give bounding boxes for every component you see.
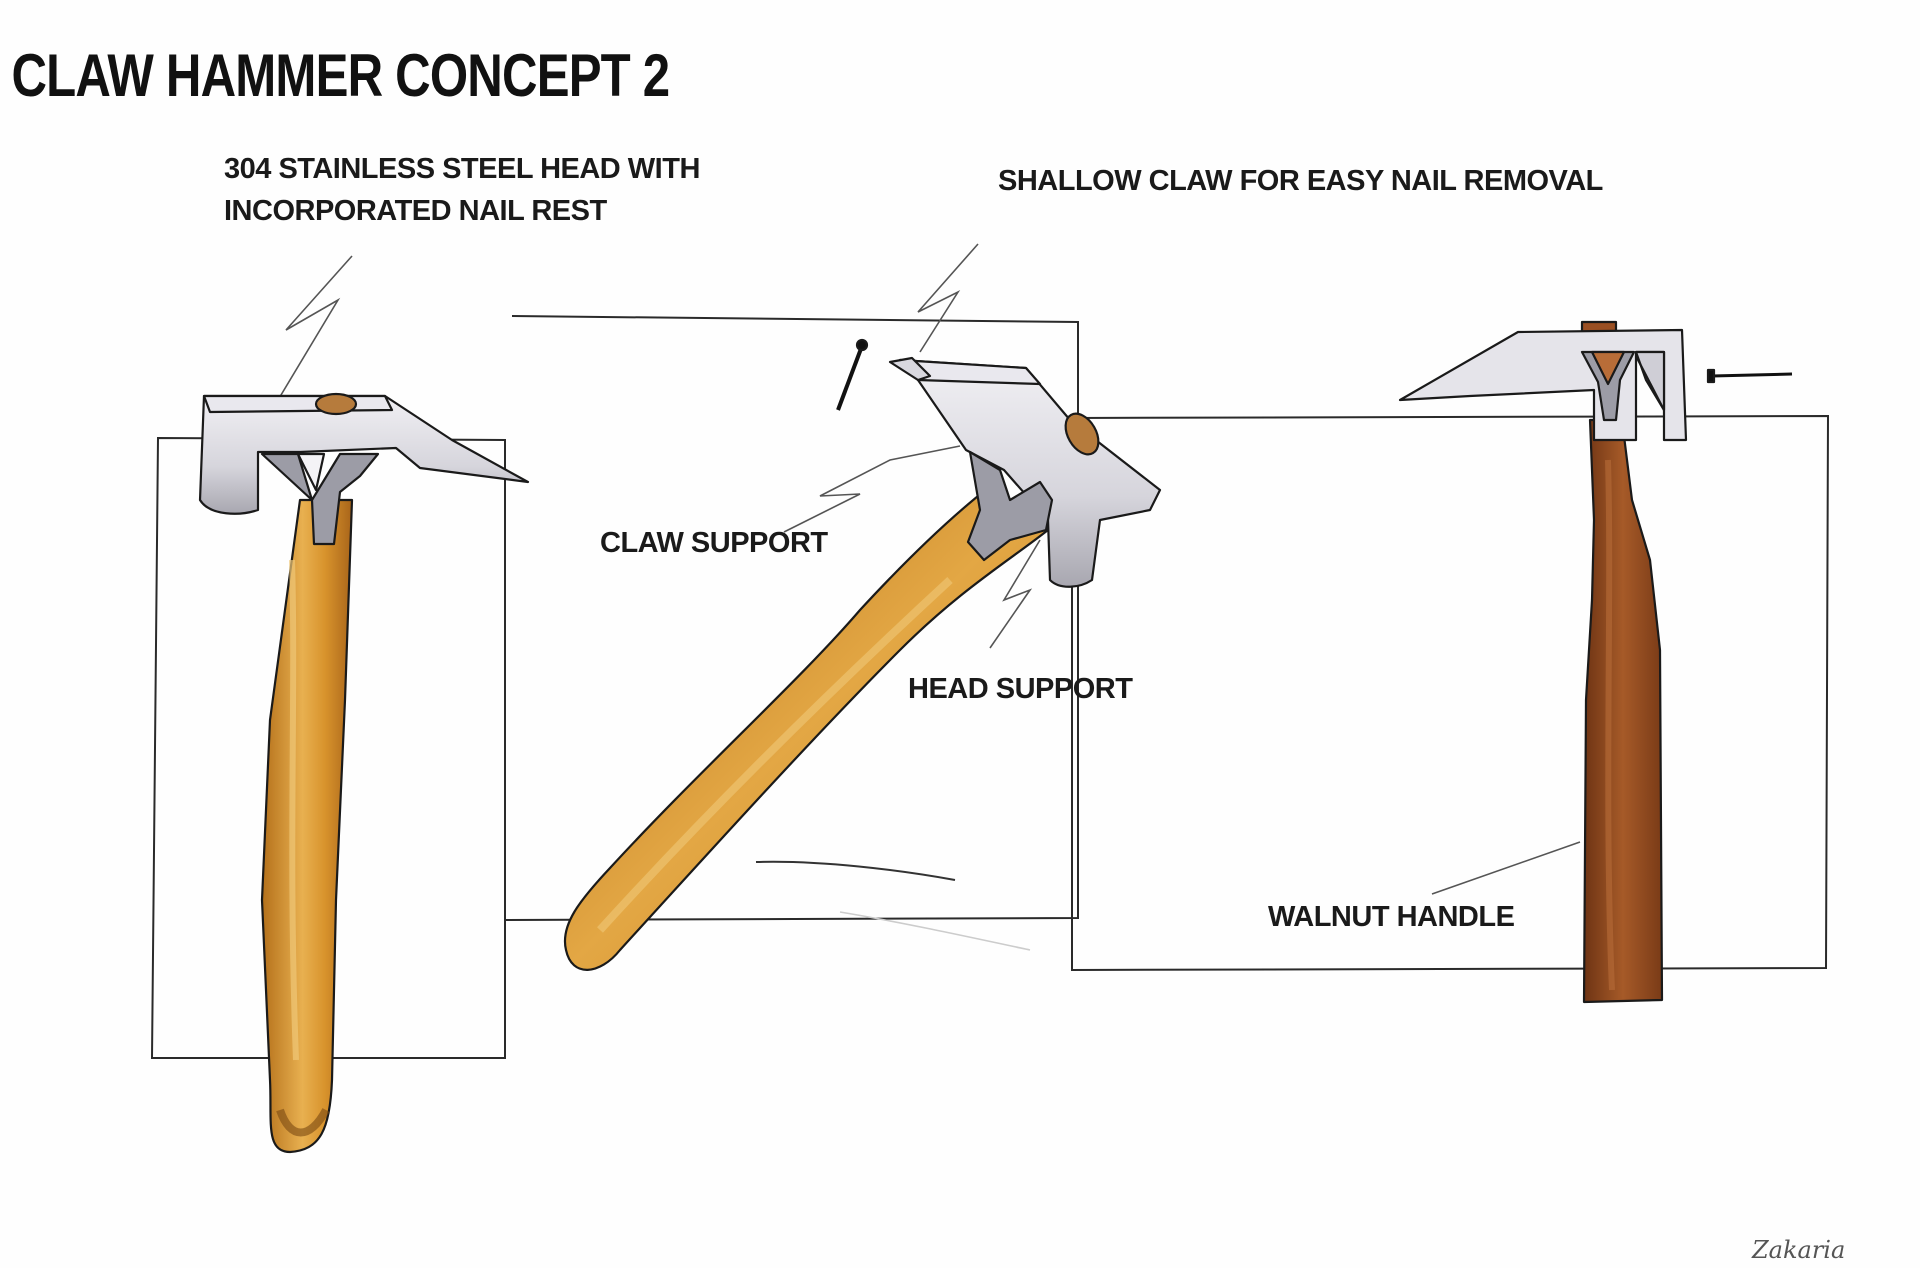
leader-lines [277, 243, 1581, 951]
hammer-side-view [1398, 320, 1793, 1004]
leader-head [277, 255, 353, 401]
claw-note: SHALLOW CLAW FOR EASY NAIL REMOVAL [998, 165, 1603, 197]
claw-support-note: CLAW SUPPORT [600, 527, 828, 559]
panel-right [1071, 414, 1830, 972]
hammer2-nail-rest [1064, 412, 1100, 456]
hammer3-nail-icon [1711, 372, 1793, 378]
hammer3-y-support [1580, 350, 1636, 422]
hammer2-claw [888, 356, 932, 382]
head-material-note-line1: 304 STAINLESS STEEL HEAD WITH [224, 153, 700, 185]
handle-note: WALNUT HANDLE [1268, 901, 1515, 933]
nail-icon [836, 345, 864, 411]
annotations: 304 STAINLESS STEEL HEAD WITH INCORPORAT… [224, 153, 1603, 933]
leader-handle [1431, 841, 1581, 895]
shadow-stroke [755, 860, 956, 881]
hammer1-y-support [260, 452, 380, 546]
hammer1-head [198, 394, 530, 515]
artist-signature: Zakaria [1751, 1236, 1845, 1264]
hammer3-handle [1582, 418, 1664, 1004]
hammer-front-view [198, 392, 530, 1154]
hammer2-handle [563, 486, 1050, 971]
leader-claw-support [783, 445, 961, 533]
hammer2-y-support [966, 450, 1054, 562]
hammer1-nail-rest [314, 392, 358, 416]
page-title: CLAW HAMMER CONCEPT 2 [11, 41, 669, 109]
head-support-note: HEAD SUPPORT [908, 673, 1133, 705]
panel-middle [504, 315, 1079, 921]
hammer3-head [1398, 328, 1688, 442]
leader-head-support [989, 539, 1041, 649]
hammer1-handle [260, 498, 354, 1154]
leader-claw [917, 243, 979, 353]
hammer-perspective-view [563, 338, 1162, 971]
head-material-note-line2: INCORPORATED NAIL REST [224, 195, 607, 227]
